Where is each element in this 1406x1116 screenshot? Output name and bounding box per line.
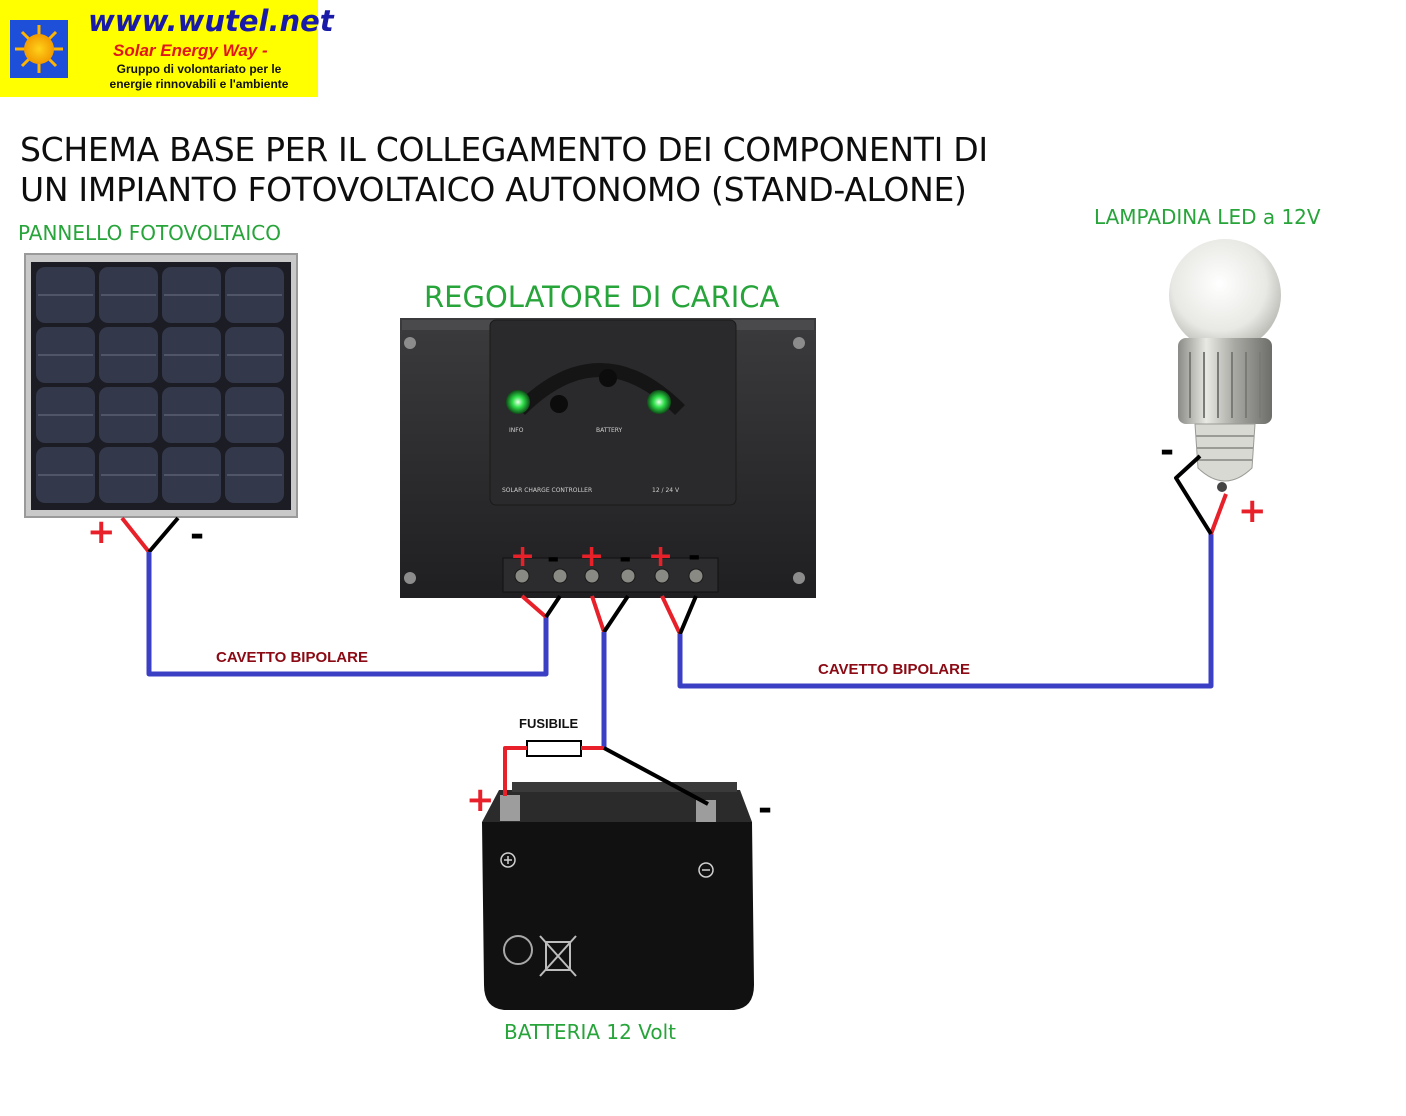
fuse <box>526 740 582 757</box>
page-title-line-2: UN IMPIANTO FOTOVOLTAICO AUTONOMO (STAND… <box>20 170 967 209</box>
controller-info-label: INFO <box>509 427 524 434</box>
led-plus-mark: + <box>1238 491 1267 531</box>
solar-panel-label: PANNELLO FOTOVOLTAICO <box>18 221 281 245</box>
terminal-screw <box>620 568 636 584</box>
terminal-screw <box>688 568 704 584</box>
logo-line-1: Gruppo di volontariato per le <box>116 62 282 76</box>
controller-rating-label: 12 / 24 V <box>652 487 680 494</box>
led-minus-mark: - <box>1160 431 1174 471</box>
cable-label-right: CAVETTO BIPOLARE <box>818 661 970 678</box>
controller-model-label: SOLAR CHARGE CONTROLLER <box>502 487 592 494</box>
bin-crossed-icon <box>539 935 577 977</box>
ctrl-load-plus-mark: + <box>648 539 673 574</box>
wiring <box>120 454 1228 806</box>
battery <box>482 782 754 1010</box>
charge-controller-label: REGOLATORE DI CARICA <box>424 280 780 314</box>
ctrl-batt-plus-mark: + <box>579 539 604 574</box>
solar-panel <box>24 253 298 518</box>
terminal-screw <box>514 568 530 584</box>
logo-url: www.wutel.net <box>88 4 334 38</box>
recycle-icon <box>503 935 533 965</box>
terminal-screw <box>654 568 670 584</box>
led-bulb-label: LAMPADINA LED a 12V <box>1094 205 1321 229</box>
ctrl-load-minus-mark: - <box>688 539 700 574</box>
battery-plus-mark: + <box>466 780 495 820</box>
logo-line-2: energie rinnovabili e l'ambiente <box>109 77 289 91</box>
ctrl-panel-minus-mark: - <box>547 541 559 576</box>
led-bulb <box>1169 239 1281 492</box>
logo-tagline: Solar Energy Way - <box>113 41 268 60</box>
status-led-left <box>506 390 530 414</box>
ctrl-panel-plus-mark: + <box>510 539 535 574</box>
terminal-screw <box>552 568 568 584</box>
fuse-label: FUSIBILE <box>519 716 579 731</box>
battery-minus-mark: - <box>758 789 772 829</box>
terminal-screw <box>584 568 600 584</box>
charge-controller: INFO BATTERY SOLAR CHARGE CONTROLLER 12 … <box>400 318 816 598</box>
polarity-marks: + - + - + - + - - + + - <box>87 431 1267 829</box>
ctrl-batt-minus-mark: - <box>619 541 631 576</box>
sun-icon <box>10 20 68 78</box>
panel-plus-mark: + <box>87 512 116 552</box>
status-led-right <box>647 390 671 414</box>
cable-label-left: CAVETTO BIPOLARE <box>216 649 368 666</box>
panel-minus-mark: - <box>190 515 204 555</box>
battery-label: BATTERIA 12 Volt <box>504 1020 676 1044</box>
page-title-line-1: SCHEMA BASE PER IL COLLEGAMENTO DEI COMP… <box>20 130 988 169</box>
controller-battery-label: BATTERY <box>596 427 623 434</box>
